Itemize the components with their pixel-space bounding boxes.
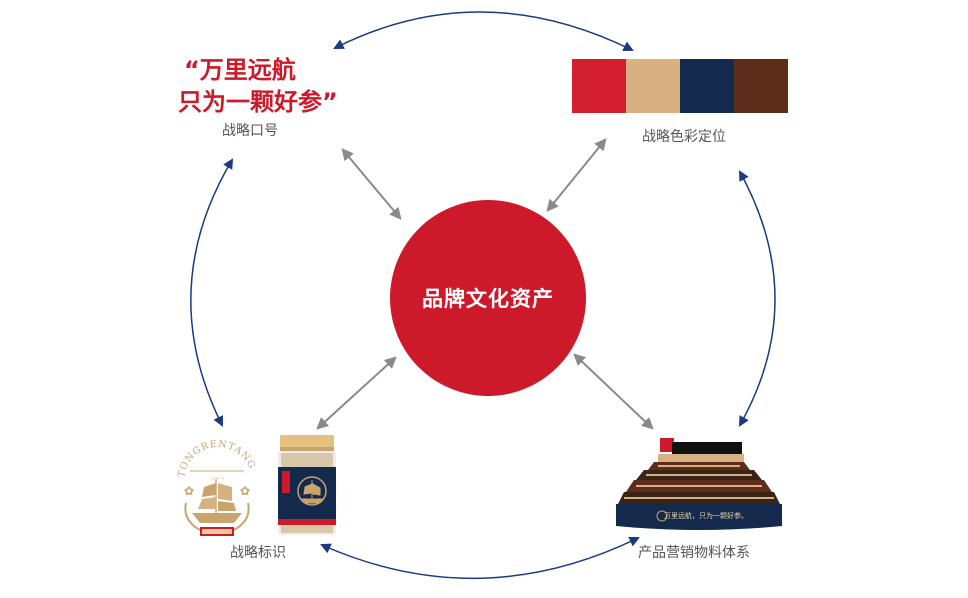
product-jar-icon xyxy=(272,433,342,538)
marketing-booth-icon: 万里远航，只为一颗好参。 xyxy=(614,436,784,534)
svg-text:✿: ✿ xyxy=(240,484,250,498)
color-swatches xyxy=(572,59,788,113)
strategic-slogan: “万里远航 只为一颗好参” xyxy=(178,54,398,118)
spoke-top-right xyxy=(546,138,607,212)
logo-text: TONGRENTANG xyxy=(176,439,257,479)
spoke-bottom-right xyxy=(573,353,654,430)
color-swatch-navy xyxy=(680,59,734,113)
emblem-caption: 战略标识 xyxy=(230,545,286,561)
arc-top xyxy=(333,11,634,51)
arc-right xyxy=(738,170,776,427)
color-caption: 战略色彩定位 xyxy=(642,129,726,145)
spoke-bottom-left xyxy=(316,356,397,430)
svg-text:⋆ ⋆ ⋆: ⋆ ⋆ ⋆ xyxy=(212,476,225,482)
slogan-line-1: “万里远航 xyxy=(184,56,296,84)
color-swatch-red xyxy=(572,59,626,113)
svg-text:✿: ✿ xyxy=(184,484,194,498)
slogan-caption: 战略口号 xyxy=(222,123,278,139)
color-swatch-brown xyxy=(734,59,788,113)
color-swatch-gold xyxy=(626,59,680,113)
sailing-ship-logo-icon: TONGRENTANG ⋆ ⋆ ⋆ ✿ ✿ xyxy=(172,433,262,543)
center-label: 品牌文化资产 xyxy=(422,287,554,311)
slogan-line-2: 只为一颗好参” xyxy=(178,88,338,116)
spoke-top-left xyxy=(341,148,402,220)
marketing-caption: 产品营销物料体系 xyxy=(638,545,750,561)
booth-slogan: 万里远航，只为一颗好参。 xyxy=(664,511,748,520)
center-circle: 品牌文化资产 xyxy=(390,200,586,396)
arc-left xyxy=(190,158,234,427)
arc-bottom xyxy=(320,536,640,580)
